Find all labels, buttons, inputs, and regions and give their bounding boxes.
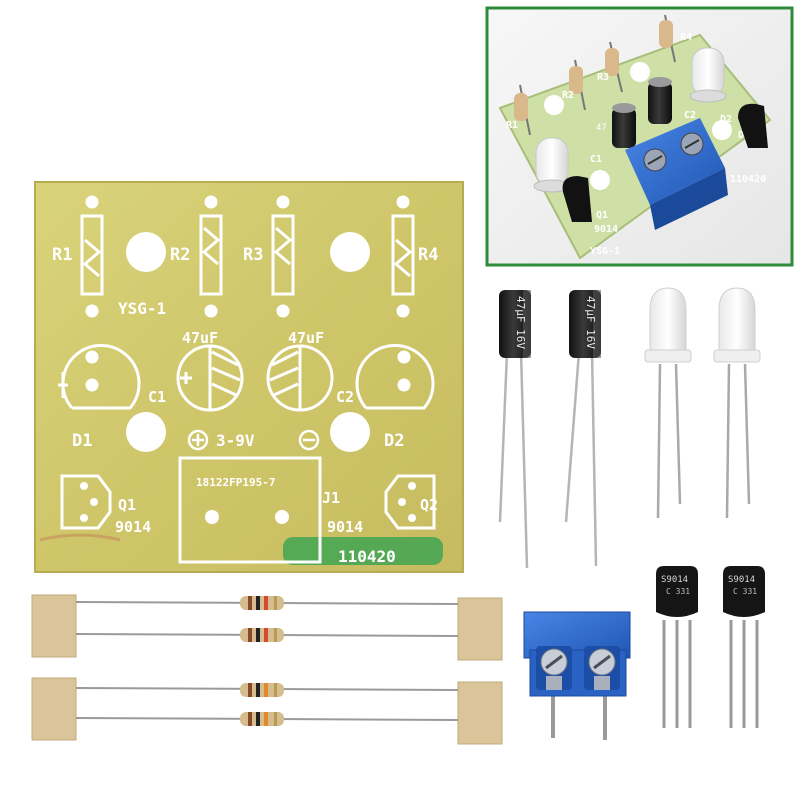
capacitor-2: 47µF 16V [564,290,601,567]
led-1 [644,287,692,519]
transistor-2: S9014 C 331 [723,566,765,728]
inset-label-c2: C2 [684,110,696,121]
pcb-transistor-model-2: 9014 [327,518,363,536]
pcb-label-r2: R2 [170,245,190,265]
transistor-footprints [60,474,436,530]
resistor-1 [240,596,284,610]
pcb-board-name: YSG-1 [118,299,166,318]
power-symbols [187,429,320,451]
pcb-label-q1: Q1 [118,496,136,514]
terminal-pads [205,510,289,524]
inset-label-q1: Q1 [596,210,608,221]
pcb-label-d1: D1 [72,431,92,451]
inset-holes [544,62,732,190]
inset-label-r3: R3 [597,72,609,83]
inset-board-name: YSG-1 [590,246,620,257]
inset-label-r1: R1 [506,120,518,131]
resistor-strip-1 [31,594,503,661]
inset-label-r2: R2 [562,90,574,101]
pcb-label-c1: C1 [148,388,166,406]
terminal-footprint [178,456,322,564]
led-footprints [58,343,435,410]
pcb-connector-code: 18122FP195-7 [196,476,275,489]
pcb-cap-value-1: 47uF [182,329,218,347]
transistor-2-sub: C 331 [733,587,757,596]
resistor-strip-2 [31,677,503,745]
resistor-4 [240,712,284,726]
inset-transistor-model: 9014 [594,224,618,235]
pcb-cap-value-2: 47uF [288,329,324,347]
capacitor-footprints [176,344,334,412]
capacitor-1-marking: 47µF 16V [514,296,527,349]
assembled-preview: R1 R2 R3 R4 47 C1 C2 D1 D2 [485,6,794,267]
inset-date-code: 110420 [730,174,766,185]
pcb-label-r1: R1 [52,245,72,265]
transistor-1-marking: S9014 [661,575,688,585]
pcb-label-r3: R3 [243,245,263,265]
inset-label-c1: C1 [590,154,602,165]
pcb-label-d2: D2 [384,431,404,451]
pcb-label-j1: J1 [322,489,340,507]
inset-cap-value: 47 [596,123,607,133]
resistor-3 [240,683,284,697]
terminal-block [523,611,631,740]
inset-terminal-block [625,118,728,230]
mounting-holes [126,232,370,452]
resistor-2 [240,628,284,642]
inset-leds [533,47,727,193]
transistor-pads [80,482,416,522]
inset-capacitors [612,77,672,148]
pcb-date-code: 110420 [338,547,396,566]
pcb-board: R1 R2 R3 R4 YSG-1 D1 D2 [34,181,464,573]
resistor-footprints [80,195,415,318]
inset-resistors [514,14,676,136]
led-2 [713,287,761,519]
capacitor-1: 47µF 16V [498,290,531,569]
capacitor-2-marking: 47µF 16V [584,296,597,349]
pcb-label-r4: R4 [418,245,438,265]
pcb-transistor-model-1: 9014 [115,518,151,536]
inset-label-d2: D2 [720,114,732,125]
transistor-1: S9014 C 331 [656,566,698,728]
pcb-label-c2: C2 [336,388,354,406]
pcb-power-label: 3-9V [216,431,255,450]
pcb-label-q2: Q2 [420,496,438,514]
transistor-2-marking: S9014 [728,575,755,585]
transistor-1-sub: C 331 [666,587,690,596]
inset-label-r4: R4 [680,32,692,43]
inset-transistors [562,103,768,222]
